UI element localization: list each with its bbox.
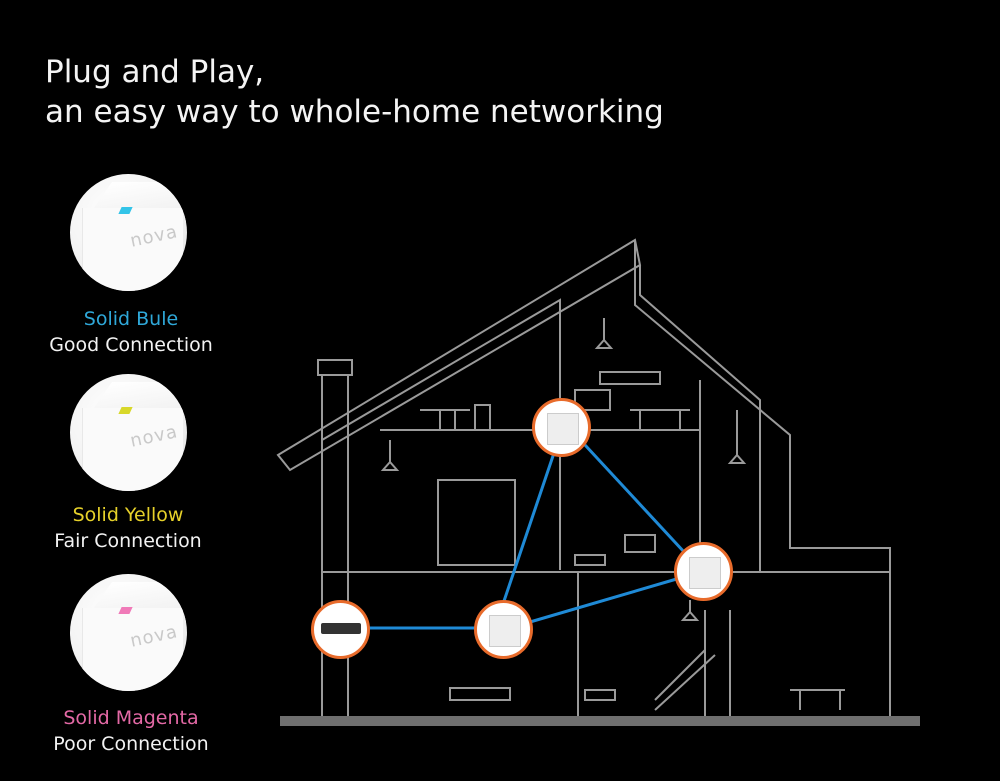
headline-line-2: an easy way to whole-home networking xyxy=(45,94,664,130)
headline: Plug and Play, an easy way to whole-home… xyxy=(45,52,664,132)
status-good: Solid Bule Good Connection xyxy=(36,306,226,358)
cube-face xyxy=(82,208,183,291)
cube-face xyxy=(82,408,183,491)
mesh-node-middle-floor xyxy=(674,542,733,601)
status-color-label: Solid Bule xyxy=(83,308,179,330)
status-poor: Solid Magenta Poor Connection xyxy=(36,705,226,757)
status-color-label: Solid Magenta xyxy=(63,707,199,729)
status-description: Fair Connection xyxy=(54,530,202,552)
cube-face xyxy=(82,608,183,691)
status-description: Good Connection xyxy=(49,334,213,356)
mesh-node-top-floor xyxy=(532,398,591,457)
nova-node-yellow-image: nova xyxy=(70,374,187,491)
nova-node-magenta-image: nova xyxy=(70,574,187,691)
mesh-cube-icon xyxy=(547,413,579,445)
router-icon xyxy=(321,623,361,634)
status-description: Poor Connection xyxy=(53,733,209,755)
mesh-node-ground-floor xyxy=(474,600,533,659)
router-node xyxy=(311,600,370,659)
headline-line-1: Plug and Play, xyxy=(45,54,265,90)
house-outline xyxy=(276,238,891,718)
mesh-cube-icon xyxy=(689,557,721,589)
mesh-cube-icon xyxy=(489,615,521,647)
status-color-label: Solid Yellow xyxy=(72,504,184,526)
mesh-links xyxy=(368,443,687,630)
nova-node-blue-image: nova xyxy=(70,174,187,291)
status-fair: Solid Yellow Fair Connection xyxy=(33,502,223,554)
ground-line xyxy=(280,716,920,726)
